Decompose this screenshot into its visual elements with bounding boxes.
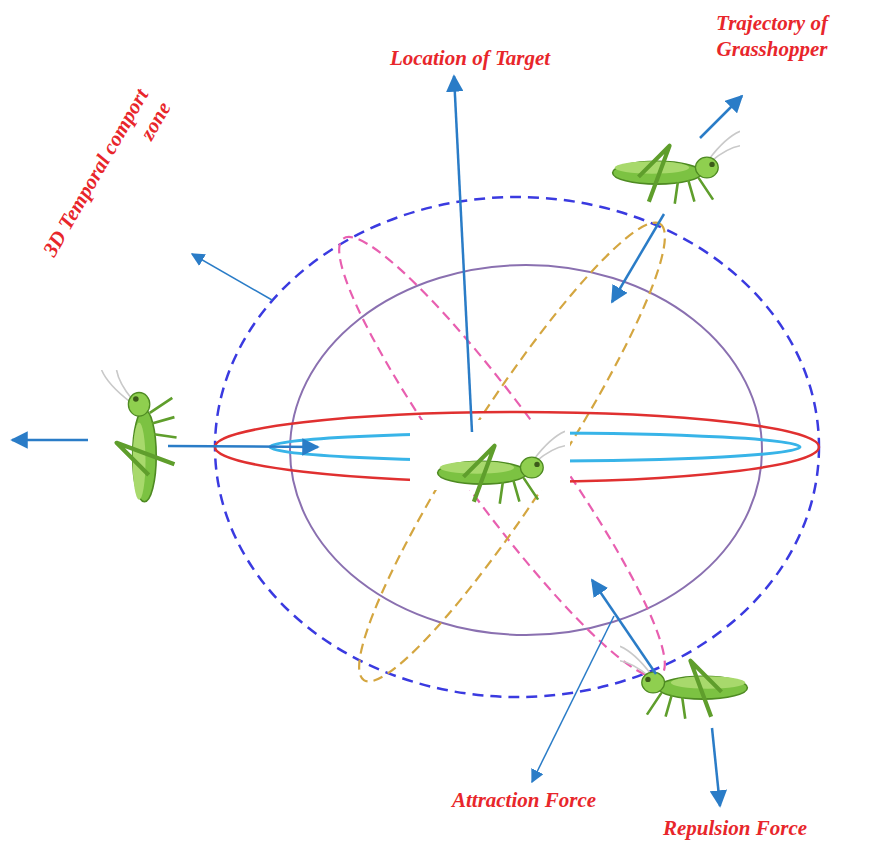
annotation-label: Location of Target <box>360 45 580 71</box>
movement-arrow <box>168 446 318 447</box>
grasshopper <box>613 131 740 203</box>
trajectory-arrow <box>700 96 742 138</box>
annotation-label: Trajectory of Grasshopper <box>697 10 847 63</box>
attraction-arrow <box>592 580 656 674</box>
repulsion-arrow <box>712 728 720 806</box>
grasshopper <box>620 646 747 719</box>
grasshopper <box>438 431 565 504</box>
annotation-label: Repulsion Force <box>625 815 845 841</box>
annotation-label: 3D Temporal comport zone <box>24 84 177 296</box>
inner-ellipse <box>290 265 762 635</box>
movement-arrow <box>612 214 664 302</box>
attraction-leader <box>532 616 614 782</box>
annotation-label: Attraction Force <box>424 787 624 813</box>
grasshopper <box>102 370 177 502</box>
zone-leader <box>192 254 272 300</box>
target-leader <box>454 76 472 432</box>
tilted-ellipse <box>326 199 698 704</box>
movement-arrow <box>12 439 88 442</box>
